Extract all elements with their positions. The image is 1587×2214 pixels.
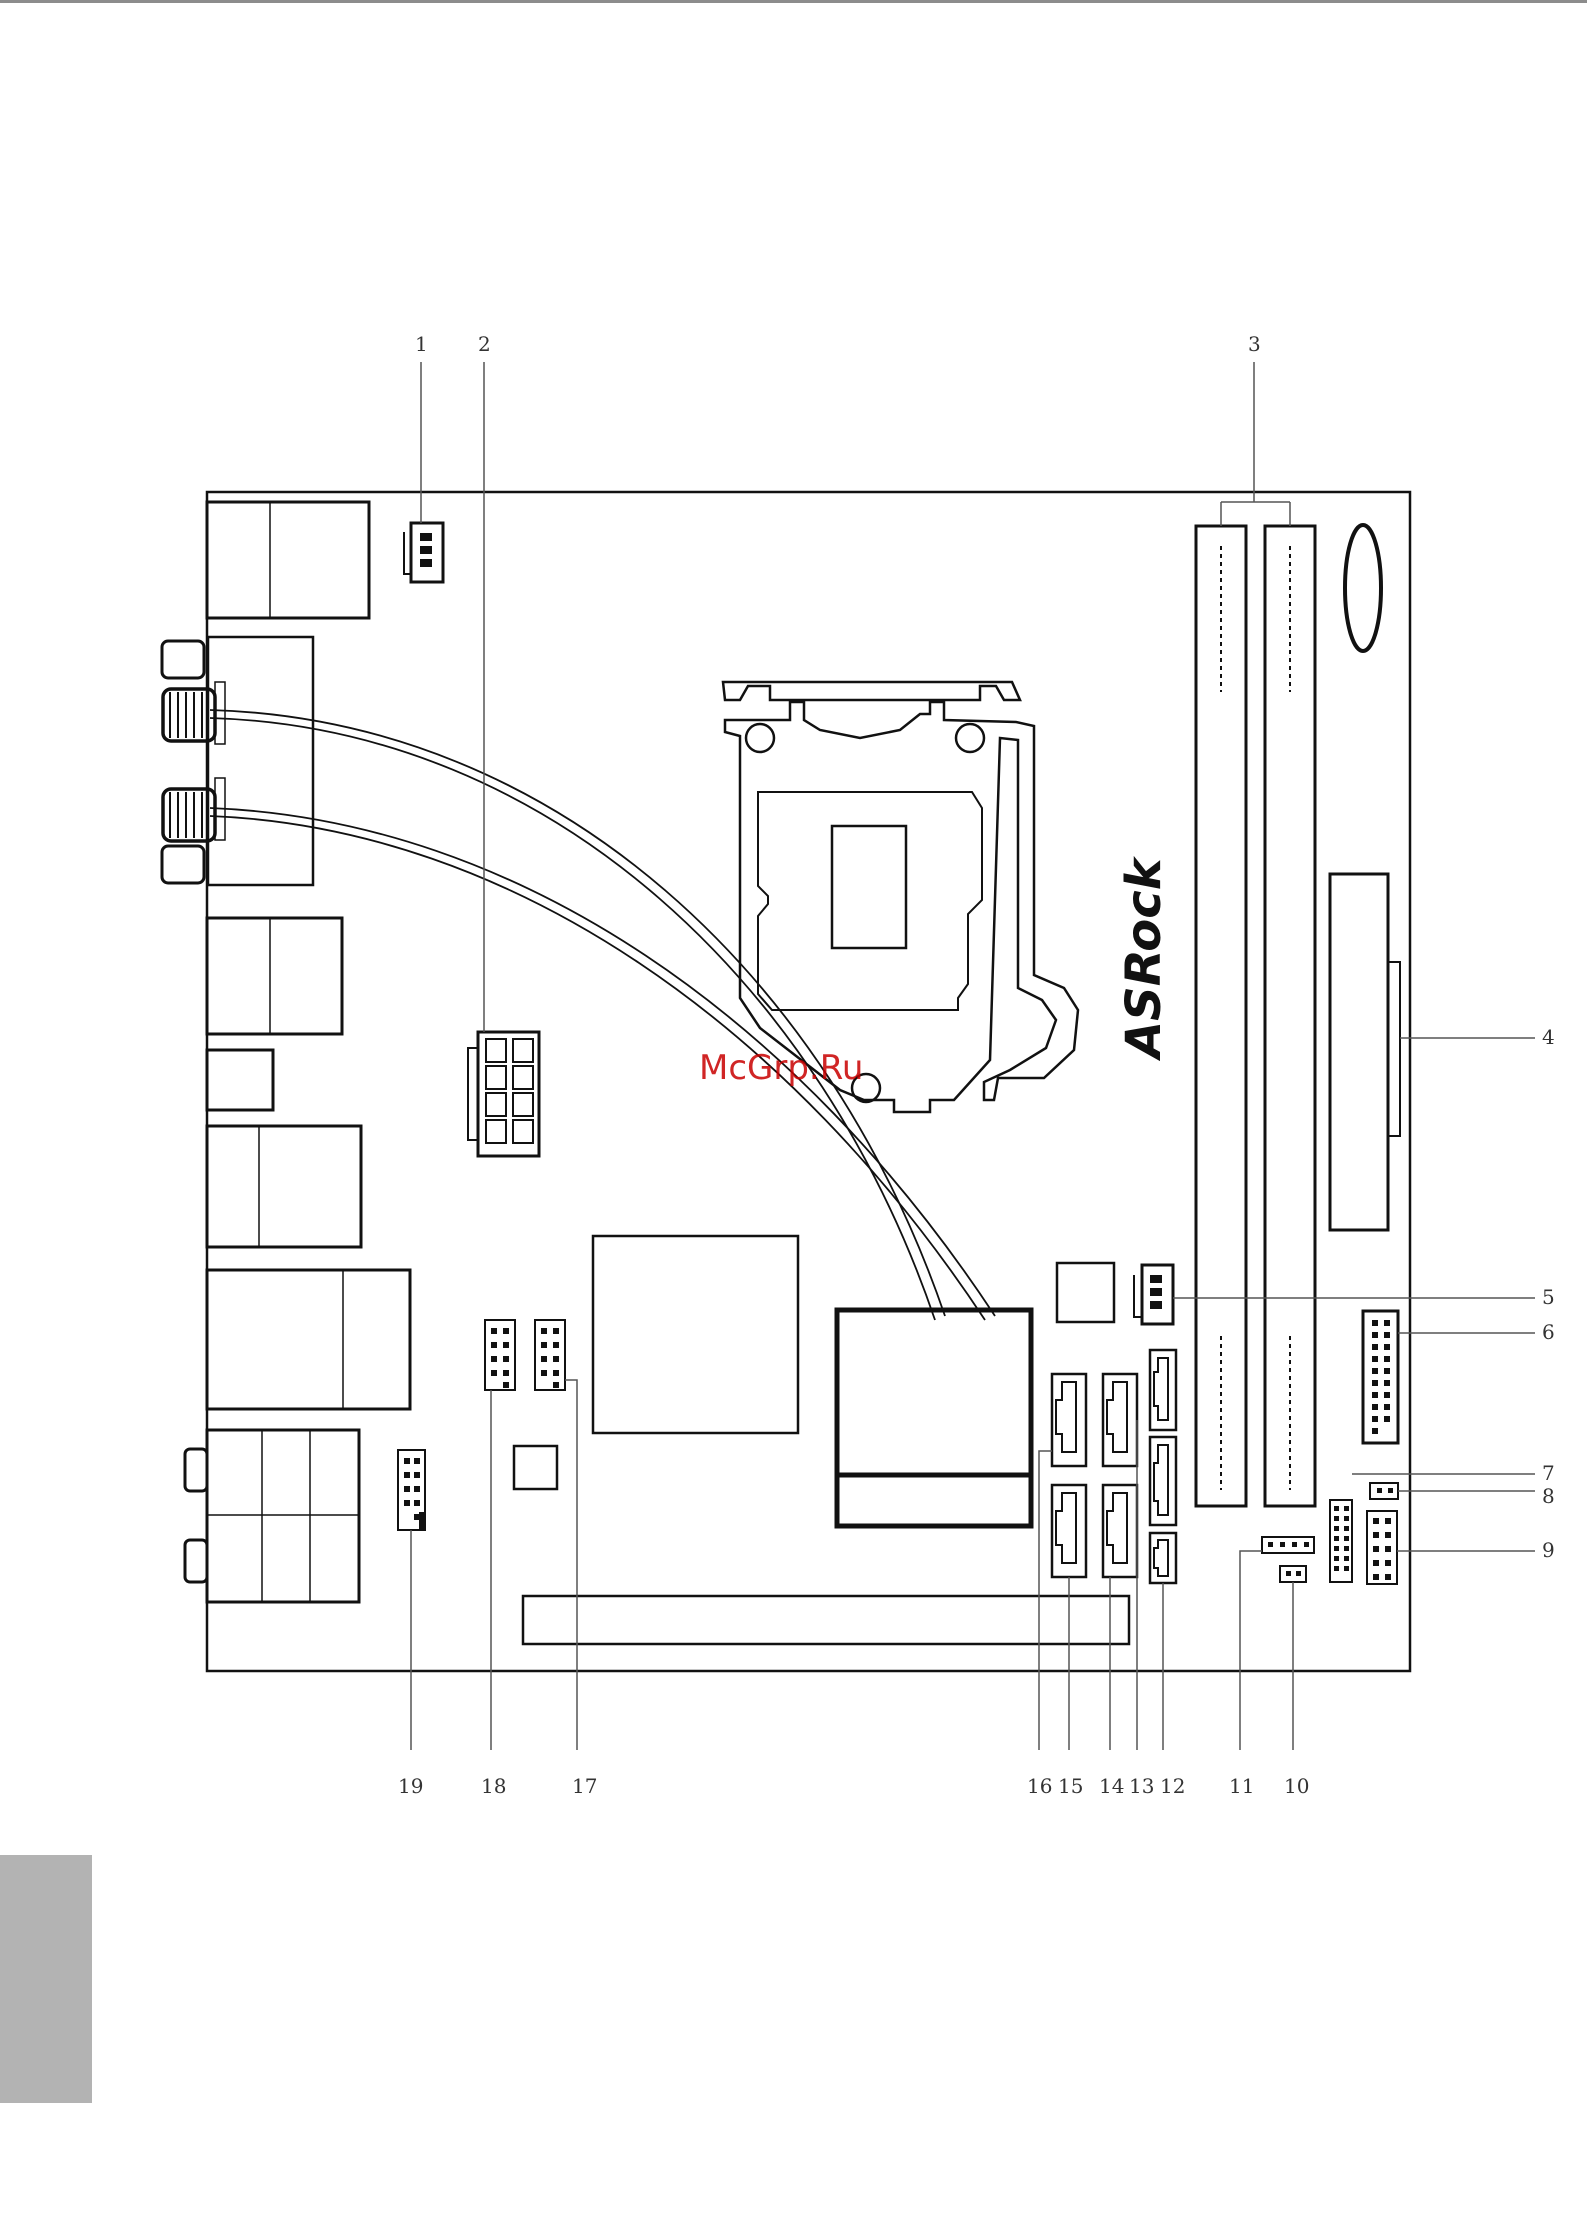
callout-14: 14 (1099, 1776, 1124, 1796)
usb2-header-b (535, 1320, 565, 1390)
callout-3: 3 (1248, 334, 1261, 354)
callout-8: 8 (1542, 1486, 1555, 1506)
small-chip-2 (514, 1446, 557, 1489)
rear-io-port-4 (207, 1126, 361, 1247)
callout-16: 16 (1027, 1776, 1052, 1796)
callout-9: 9 (1542, 1540, 1555, 1560)
callout-12: 12 (1160, 1776, 1185, 1796)
callout-10: 10 (1284, 1776, 1309, 1796)
audio-jack-bottom (185, 1540, 207, 1582)
callout-15: 15 (1058, 1776, 1083, 1796)
callout-6: 6 (1542, 1322, 1555, 1342)
dimm-slot-1 (1196, 526, 1246, 1506)
audio-jack-top (185, 1449, 207, 1491)
front-panel-header-b (1367, 1511, 1397, 1584)
chipset-heatsink (593, 1236, 798, 1433)
callout-5: 5 (1542, 1287, 1555, 1307)
rear-io-audio (207, 1430, 359, 1602)
callout-2: 2 (478, 334, 491, 354)
pcie-slot (523, 1596, 1129, 1644)
rear-io-port-3 (207, 1050, 273, 1110)
jumper-8 (1370, 1483, 1398, 1499)
brand-logo: ASRock (1116, 855, 1172, 1062)
callout-17: 17 (572, 1776, 597, 1796)
rear-io-port-2 (207, 918, 342, 1034)
m2-slot (1330, 874, 1388, 1230)
rear-io-port-5 (207, 1270, 410, 1409)
wifi-module (837, 1310, 1031, 1526)
callout-7: 7 (1542, 1463, 1555, 1483)
callout-18: 18 (481, 1776, 506, 1796)
antenna-bracket (208, 637, 313, 885)
jumper-10 (1280, 1566, 1306, 1582)
antenna-mount-top-cap (162, 641, 204, 678)
callout-1: 1 (415, 334, 428, 354)
usb3-header (1363, 1311, 1398, 1443)
callout-19: 19 (398, 1776, 423, 1796)
callout-13: 13 (1129, 1776, 1154, 1796)
antenna-cables (210, 710, 995, 1320)
watermark-text: McGrp.Ru (699, 1048, 863, 1088)
small-chip-1 (1057, 1263, 1114, 1322)
usb2-header-a (485, 1320, 515, 1390)
cmos-battery (1345, 525, 1381, 651)
rear-io-port-1 (207, 502, 369, 618)
callout-11: 11 (1229, 1776, 1254, 1796)
antenna-mount-bottom-cap (162, 846, 204, 883)
callout-4: 4 (1542, 1027, 1555, 1047)
dimm-slot-2 (1265, 526, 1315, 1506)
